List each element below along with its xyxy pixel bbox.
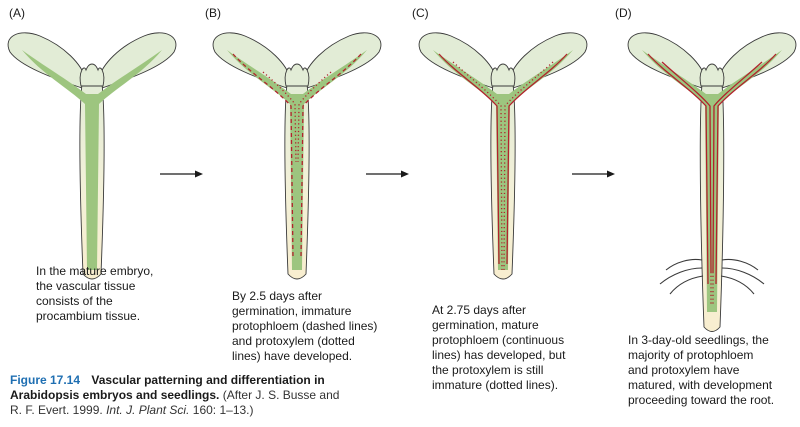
arrow-c-to-d bbox=[572, 170, 615, 178]
protophloem-continuous bbox=[438, 53, 568, 265]
description-line: lines) have developed. bbox=[232, 349, 353, 363]
description-line: lines) has developed, but bbox=[432, 348, 566, 362]
description-line: and protoxylem have bbox=[628, 363, 740, 377]
panel-label-c: (C) bbox=[412, 6, 429, 20]
protoxylem-dotted bbox=[262, 71, 332, 163]
arrow-a-to-b bbox=[160, 170, 203, 178]
protoxylem-dotted-tip bbox=[710, 272, 714, 304]
protophloem-dashed bbox=[232, 53, 362, 259]
description-line: majority of protophloem bbox=[628, 348, 754, 362]
description-line: protophloem (continuous bbox=[432, 333, 565, 347]
root-hairs bbox=[659, 258, 765, 295]
description-line: germination, immature bbox=[232, 304, 352, 318]
description-d: In 3-day-old seedlings, the majority of … bbox=[628, 333, 774, 408]
description-line: matured, with development bbox=[628, 378, 773, 392]
caption-citation-b: R. F. Evert. 1999. bbox=[10, 403, 103, 417]
description-line: proceeding toward the root. bbox=[628, 393, 775, 407]
figure-number: Figure 17.14 bbox=[10, 373, 81, 387]
panel-label-b: (B) bbox=[205, 6, 221, 20]
caption-citation-a: (After J. S. Busse and bbox=[222, 388, 340, 402]
description-line: protophloem (dashed lines) bbox=[232, 319, 378, 333]
caption-title-line1: Vascular patterning and differentiation … bbox=[91, 373, 325, 387]
description-line: and protoxylem (dotted bbox=[232, 334, 355, 348]
protoxylem-dotted bbox=[452, 61, 554, 273]
seedling-a bbox=[7, 32, 177, 280]
figure-caption: Figure 17.14 Vascular patterning and dif… bbox=[10, 373, 400, 418]
caption-citation-c: 160: 1–13.) bbox=[192, 403, 254, 417]
description-c: At 2.75 days after germination, mature p… bbox=[432, 303, 565, 393]
description-line: consists of the bbox=[36, 294, 113, 308]
description-line: immature (dotted lines). bbox=[432, 378, 559, 392]
seedling-d bbox=[627, 32, 797, 332]
description-line: the vascular tissue bbox=[36, 279, 136, 293]
description-line: At 2.75 days after bbox=[432, 303, 527, 317]
description-line: germination, mature bbox=[432, 318, 539, 332]
description-a: In the mature embryo, the vascular tissu… bbox=[36, 264, 153, 324]
seedling-c bbox=[418, 32, 588, 280]
description-line: In 3-day-old seedlings, the bbox=[628, 333, 769, 347]
panel-label-a: (A) bbox=[9, 6, 25, 20]
panel-label-d: (D) bbox=[615, 6, 632, 20]
description-line: procambium tissue. bbox=[36, 309, 141, 323]
description-line: In the mature embryo, bbox=[36, 264, 154, 278]
description-line: By 2.5 days after bbox=[232, 289, 323, 303]
seedling-b bbox=[212, 32, 382, 280]
description-b: By 2.5 days after germination, immature … bbox=[232, 289, 377, 364]
protophloem-mature bbox=[647, 53, 777, 285]
arrow-b-to-c bbox=[366, 170, 409, 178]
description-line: the protoxylem is still bbox=[432, 363, 544, 377]
caption-title-line2: Arabidopsis embryos and seedlings. bbox=[10, 388, 220, 402]
caption-journal: Int. J. Plant Sci. bbox=[106, 403, 190, 417]
